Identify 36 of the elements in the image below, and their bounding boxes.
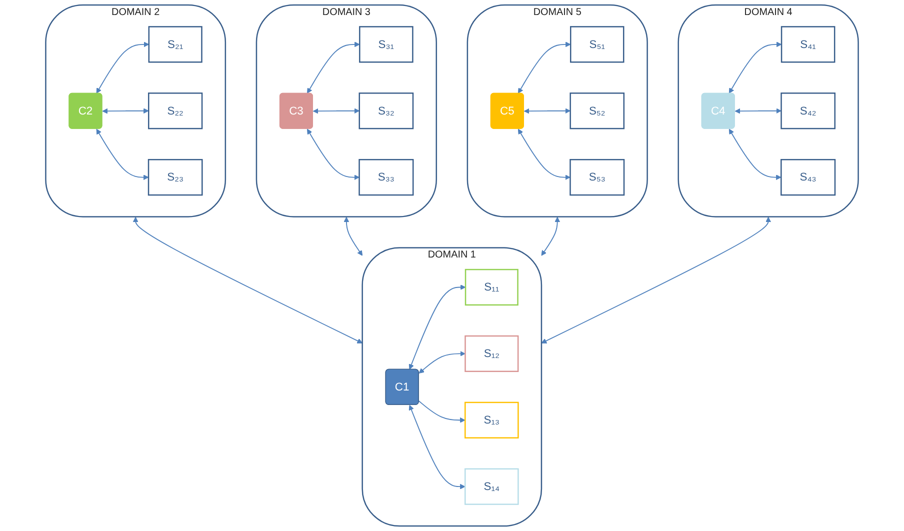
node-box: S₃₃ <box>358 159 414 196</box>
arrow <box>102 108 149 114</box>
node-box: S₅₃ <box>570 159 625 196</box>
node-box: S₁₃ <box>464 402 519 438</box>
arrow <box>734 108 782 114</box>
arrow <box>541 216 772 344</box>
arrow <box>408 284 466 370</box>
arrow <box>96 42 150 94</box>
arrow <box>524 108 571 114</box>
node-box: S₅₂ <box>570 92 625 130</box>
node-box: S₅₁ <box>570 26 624 63</box>
arrow <box>132 216 363 344</box>
arrow <box>541 216 560 256</box>
arrow <box>518 42 571 94</box>
node-box: S₄₂ <box>780 92 836 130</box>
arrow <box>518 128 570 180</box>
arrow <box>418 400 466 423</box>
arrow <box>728 128 782 180</box>
node-box: S₃₂ <box>358 92 414 130</box>
arrow <box>96 128 149 180</box>
node-box: S₄₁ <box>780 26 836 63</box>
node-box: S₂₃ <box>148 159 203 196</box>
arrow <box>313 108 360 114</box>
node-box: S₄₃ <box>780 159 836 196</box>
arrow <box>307 42 360 94</box>
node-box: S₃₁ <box>359 26 414 63</box>
arrow <box>418 350 466 374</box>
node-box: S₂₁ <box>148 26 202 63</box>
node-box: S₁₁ <box>464 268 518 306</box>
arrow <box>344 216 363 256</box>
node-box: S₁₂ <box>464 335 519 372</box>
node-box: S₂₂ <box>148 92 203 130</box>
arrow <box>408 404 466 490</box>
node-box: S₁₄ <box>464 468 519 505</box>
arrow <box>307 128 360 180</box>
arrow <box>728 42 782 94</box>
